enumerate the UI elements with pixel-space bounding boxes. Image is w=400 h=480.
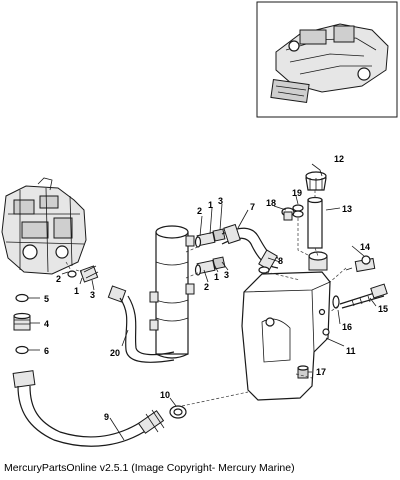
tube-item-13 (307, 196, 323, 249)
fitting-group-left (67, 265, 99, 283)
engine-block (1, 177, 87, 275)
inset-engine-view (256, 1, 398, 118)
callout-1-lower: 1 (214, 272, 219, 282)
callout-2-left: 2 (56, 274, 61, 284)
callout-14: 14 (360, 242, 370, 252)
callout-8: 8 (278, 256, 283, 266)
fitting-item-14 (345, 255, 376, 273)
oring-item-5 (15, 293, 29, 303)
callout-7: 7 (250, 202, 255, 212)
callout-17: 17 (316, 367, 326, 377)
callout-13: 13 (342, 204, 352, 214)
callout-19: 19 (292, 188, 302, 198)
callout-18: 18 (266, 198, 276, 208)
assembly-lines (65, 190, 347, 407)
leader-lines (28, 163, 377, 441)
hose-item-7 (221, 223, 279, 271)
cap-item-12 (305, 171, 327, 191)
callout-2-lower: 2 (204, 282, 209, 292)
clamp-item-10 (169, 405, 187, 419)
fitting-item-4 (13, 312, 31, 331)
callout-16: 16 (342, 322, 352, 332)
callout-1-upper: 1 (208, 200, 213, 210)
hose-item-9 (12, 370, 165, 447)
callout-3-left: 3 (90, 290, 95, 300)
callout-20: 20 (110, 348, 120, 358)
oring-item-6 (15, 345, 29, 355)
callout-4: 4 (44, 319, 49, 329)
fitting-item-8 (258, 266, 270, 274)
callout-3-lower: 3 (224, 270, 229, 280)
callout-1-left: 1 (74, 286, 79, 296)
callout-2-upper: 2 (197, 206, 202, 216)
callout-6: 6 (44, 346, 49, 356)
callout-15: 15 (378, 304, 388, 314)
fuel-cooler-canister (149, 225, 195, 359)
callout-5: 5 (44, 294, 49, 304)
fitting-group-lower (194, 256, 226, 276)
callout-3-upper: 3 (218, 196, 223, 206)
callout-11: 11 (346, 346, 356, 356)
oring-item-16 (332, 295, 340, 309)
fitting-item-18 (281, 207, 295, 221)
callout-9: 9 (104, 412, 109, 422)
callout-12: 12 (334, 154, 344, 164)
plug-item-17 (297, 365, 309, 379)
fuel-reservoir (241, 251, 331, 401)
hose-item-20 (107, 285, 175, 363)
fitting-item-19 (292, 204, 304, 218)
copyright-footer: MercuryPartsOnline v2.5.1 (Image Copyrig… (4, 462, 295, 474)
fitting-group-upper (194, 228, 226, 248)
sensor-item-15 (339, 283, 388, 309)
callout-10: 10 (160, 390, 170, 400)
inset-engine-icon (270, 23, 389, 103)
callouts: 12 13 19 18 7 8 14 15 16 11 17 10 9 20 2… (44, 154, 388, 422)
